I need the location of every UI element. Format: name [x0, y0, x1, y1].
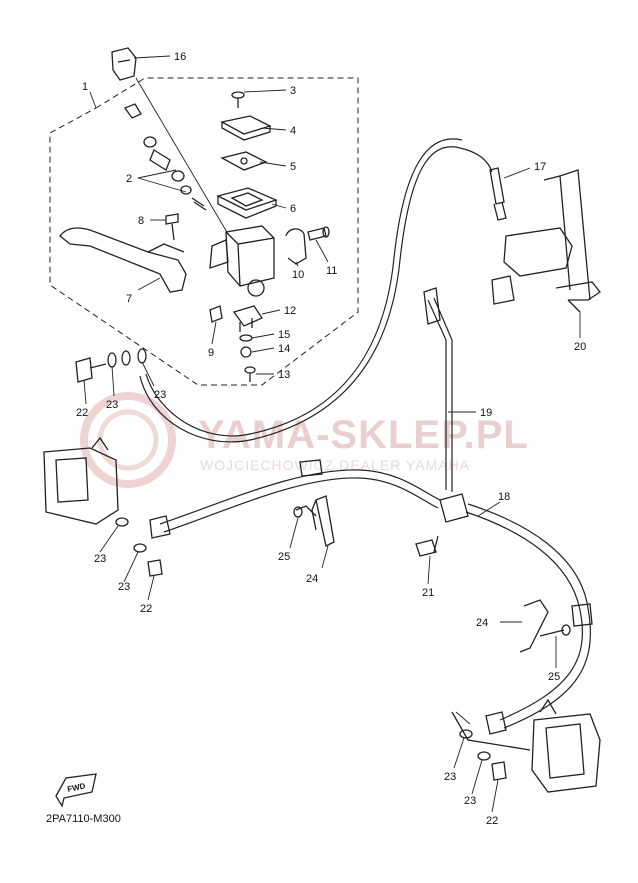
- part-17-fitting: [489, 167, 507, 221]
- part-6-diaphragm: [216, 187, 278, 219]
- callout-13: 13: [278, 369, 290, 381]
- watermark-logo: [80, 392, 176, 488]
- upper-banjo-assembly: [75, 348, 147, 383]
- part-21-bolt: [415, 539, 437, 557]
- callout-22-lower-right: 22: [486, 815, 498, 827]
- part-20-clip: [555, 281, 601, 313]
- part-2-piston-kit: [123, 103, 207, 211]
- callout-23-lower-b: 23: [118, 581, 130, 593]
- callout-22-upper: 22: [76, 407, 88, 419]
- part-11-bolt: [307, 226, 330, 241]
- callout-24-left: 24: [306, 573, 318, 585]
- callout-21: 21: [422, 587, 434, 599]
- part-25-bolt-right: [539, 624, 571, 637]
- hose-main-upper: [139, 146, 493, 443]
- fwd-label: FWD: [67, 781, 87, 794]
- callout-12: 12: [284, 305, 296, 317]
- part-4-cap: [220, 115, 272, 141]
- callout-7: 7: [126, 293, 132, 305]
- callout-17: 17: [534, 161, 546, 173]
- hose-lower-left: [159, 469, 441, 525]
- watermark: YAMA-SKLEP.PL WOJCIECHOWICZ DEALER YAMAH…: [80, 392, 529, 488]
- callout-9: 9: [208, 347, 214, 359]
- part-24-clamp-right: [519, 599, 549, 653]
- callout-16: 16: [174, 51, 186, 63]
- hose-joint: [433, 493, 469, 553]
- lower-left-banjo: [115, 517, 163, 577]
- master-cylinder-body: [209, 225, 275, 297]
- part-14-washer: [240, 346, 252, 358]
- callout-23-lower-a: 23: [94, 553, 106, 565]
- part-15-washer: [239, 334, 253, 342]
- watermark-title: YAMA-SKLEP.PL: [198, 413, 529, 457]
- left-caliper: [43, 436, 119, 525]
- hose-18: [465, 511, 584, 721]
- part-3-screw: [231, 91, 245, 108]
- callout-4: 4: [290, 125, 296, 137]
- callout-14: 14: [278, 343, 290, 355]
- part-12-switch: [232, 305, 263, 332]
- callout-19: 19: [480, 407, 492, 419]
- callout-5: 5: [290, 161, 296, 173]
- part-10-clamp: [285, 228, 307, 265]
- right-caliper-upper: [491, 169, 591, 305]
- right-caliper-lower: [531, 698, 601, 793]
- assembly-outline: [49, 77, 359, 386]
- part-9-bolt: [209, 305, 223, 323]
- callout-20: 20: [574, 341, 586, 353]
- callout-22-lower-left: 22: [140, 603, 152, 615]
- part-13-screw: [244, 366, 256, 382]
- callout-23-lower-d: 23: [464, 795, 476, 807]
- callout-2: 2: [126, 173, 132, 185]
- callout-1: 1: [82, 81, 88, 93]
- callout-24-right: 24: [476, 617, 488, 629]
- callout-11: 11: [326, 265, 337, 277]
- part-24-clamp-left: [311, 495, 335, 547]
- watermark-subtitle: WOJCIECHOWICZ DEALER YAMAHA: [200, 457, 470, 473]
- hose-19: [427, 297, 453, 492]
- lower-right-banjo: [451, 711, 531, 781]
- callout-25-right: 25: [548, 671, 560, 683]
- callout-23-lower-c: 23: [444, 771, 456, 783]
- fwd-arrow-icon: FWD: [55, 773, 97, 808]
- callout-23-upper-a: 23: [106, 399, 118, 411]
- callouts: 1 16 3 4 5 2 6 8 11 7 10 12 15 9 14 13 1…: [76, 51, 586, 827]
- diagram-code: 2PA7110-M300: [46, 813, 121, 825]
- callout-15: 15: [278, 329, 290, 341]
- part-5-plate: [220, 151, 268, 171]
- part-8-bolt: [165, 213, 179, 241]
- callout-10: 10: [292, 269, 304, 281]
- part-16-cap: [111, 47, 137, 81]
- part-7-lever: [59, 227, 187, 293]
- callout-23-upper-b: 23: [154, 389, 166, 401]
- callout-8: 8: [138, 215, 144, 227]
- callout-18: 18: [498, 491, 510, 503]
- callout-6: 6: [290, 203, 296, 215]
- leader-lines: [83, 55, 581, 813]
- part-25-bolt-left: [293, 505, 317, 518]
- callout-25-left: 25: [278, 551, 290, 563]
- callout-3: 3: [290, 85, 296, 97]
